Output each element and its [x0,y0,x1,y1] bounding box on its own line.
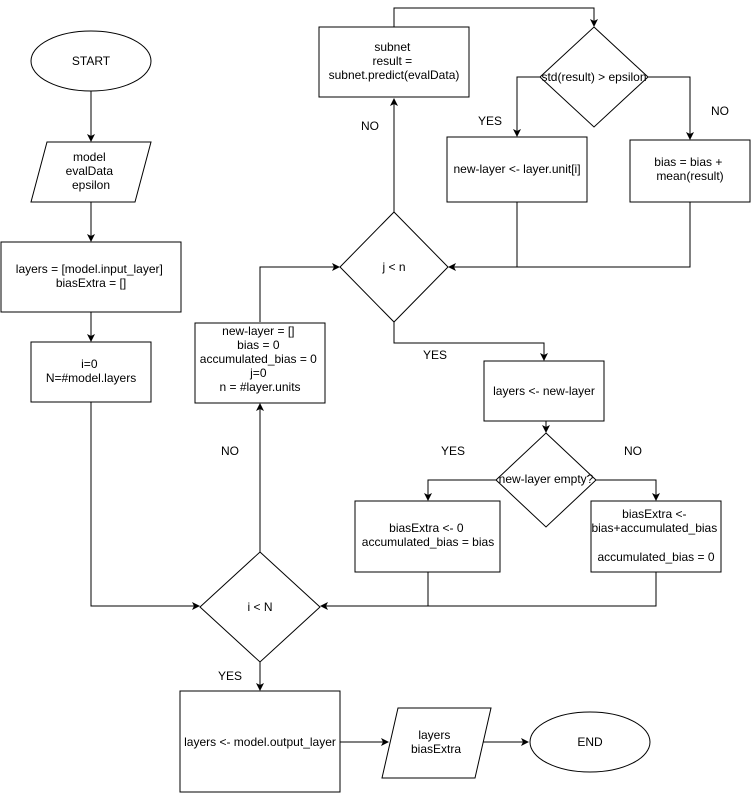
input-text: model evalData epsilon [66,150,117,192]
append-output-box [179,690,341,793]
bias-mean-box [629,139,751,203]
edge-init-i-to-cond-i [90,402,200,610]
output-parallelogram [381,707,492,779]
node-cond-empty: new-layer empty? [495,432,597,528]
start-text: START [72,54,111,68]
cond-i-diamond [199,551,321,663]
bias-accum-box [590,500,722,573]
node-bias-zero: biasExtra <- 0 accumulated_bias = bias [354,500,501,573]
bias-zero-box [354,500,501,573]
cond-std-text: std(result) > epsilon [541,70,646,84]
init-layer-text: new-layer = [] bias = 0 accumulated_bias… [200,324,320,394]
edge-cond-empty-yes-to-bias-zero [424,479,496,501]
init-layers-box [0,241,182,313]
edge-label-i-no: NO [221,444,239,458]
edge-label-std-yes: YES [478,114,502,128]
edge-cond-std-yes-to-add-unit [513,76,541,137]
node-append-output: layers <- model.output_layer [179,690,341,793]
edge-label-empty-no: NO [624,444,642,458]
edges [87,7,694,746]
init-i-text: i=0 N=#model.layers [46,357,136,385]
node-input: model evalData epsilon [30,141,152,203]
edge-label-j-yes: YES [423,348,447,362]
edge-label-std-no: NO [711,104,729,118]
node-init-layer: new-layer = [] bias = 0 accumulated_bias… [194,322,326,404]
cond-j-diamond [339,211,449,323]
node-bias-mean: bias = bias + mean(result) [629,139,751,203]
append-layer-text: layers <- new-layer [493,384,595,398]
add-unit-text: new-layer <- layer.unit[i] [453,162,580,176]
edge-cond-empty-no-to-bias-accum [596,479,660,501]
node-cond-i: i < N [199,551,321,663]
cond-empty-text: new-layer empty? [499,472,594,486]
init-layers-text: layers = [model.input_layer] biasExtra =… [16,262,166,290]
cond-j-text: j < n [381,260,405,274]
edge-label-i-yes: YES [218,669,242,683]
node-bias-accum: biasExtra <- bias+accumulated_bias accum… [590,500,722,573]
edge-subnet-to-cond-std [393,7,598,27]
node-add-unit: new-layer <- layer.unit[i] [446,136,588,203]
edge-cond-j-yes-to-append-layer [393,322,548,361]
node-start: START [30,30,152,92]
cond-empty-diamond [495,432,597,528]
bias-mean-text: bias = bias + mean(result) [654,155,725,183]
end-terminal [529,711,651,773]
add-unit-box [446,136,588,203]
append-layer-box [483,360,605,422]
subnet-text: subnet result = subnet.predict(evalData) [329,40,460,82]
start-terminal [30,30,152,92]
end-text: END [577,735,603,749]
node-end: END [529,711,651,773]
node-output: layers biasExtra [381,707,492,779]
subnet-box [318,26,470,98]
append-output-text: layers <- model.output_layer [184,735,336,749]
node-append-layer: layers <- new-layer [483,360,605,422]
edge-init-layer-to-cond-j [259,263,340,322]
bias-zero-text: biasExtra <- 0 accumulated_bias = bias [362,521,494,549]
input-parallelogram [30,141,152,203]
init-layer-box [194,322,326,404]
cond-i-text: i < N [247,600,272,614]
bias-accum-text: biasExtra <- bias+accumulated_bias accum… [591,507,720,564]
edge-label-j-no: NO [361,119,379,133]
node-init-layers: layers = [model.input_layer] biasExtra =… [0,241,182,313]
node-init-i: i=0 N=#model.layers [30,341,152,403]
node-cond-std: std(result) > epsilon [539,26,649,128]
node-cond-j: j < n [339,211,449,323]
edge-cond-std-no-to-bias-mean [647,76,694,140]
edge-labels: NO YES NO YES YES NO NO YES [218,104,729,683]
output-text: layers biasExtra [411,728,461,756]
node-subnet: subnet result = subnet.predict(evalData) [318,26,470,98]
edge-bias-mean-to-cond-j [448,202,691,271]
edge-label-empty-yes: YES [441,444,465,458]
init-i-box [30,341,152,403]
cond-std-diamond [539,26,649,128]
edge-bias-accum-to-cond-i [320,572,657,610]
